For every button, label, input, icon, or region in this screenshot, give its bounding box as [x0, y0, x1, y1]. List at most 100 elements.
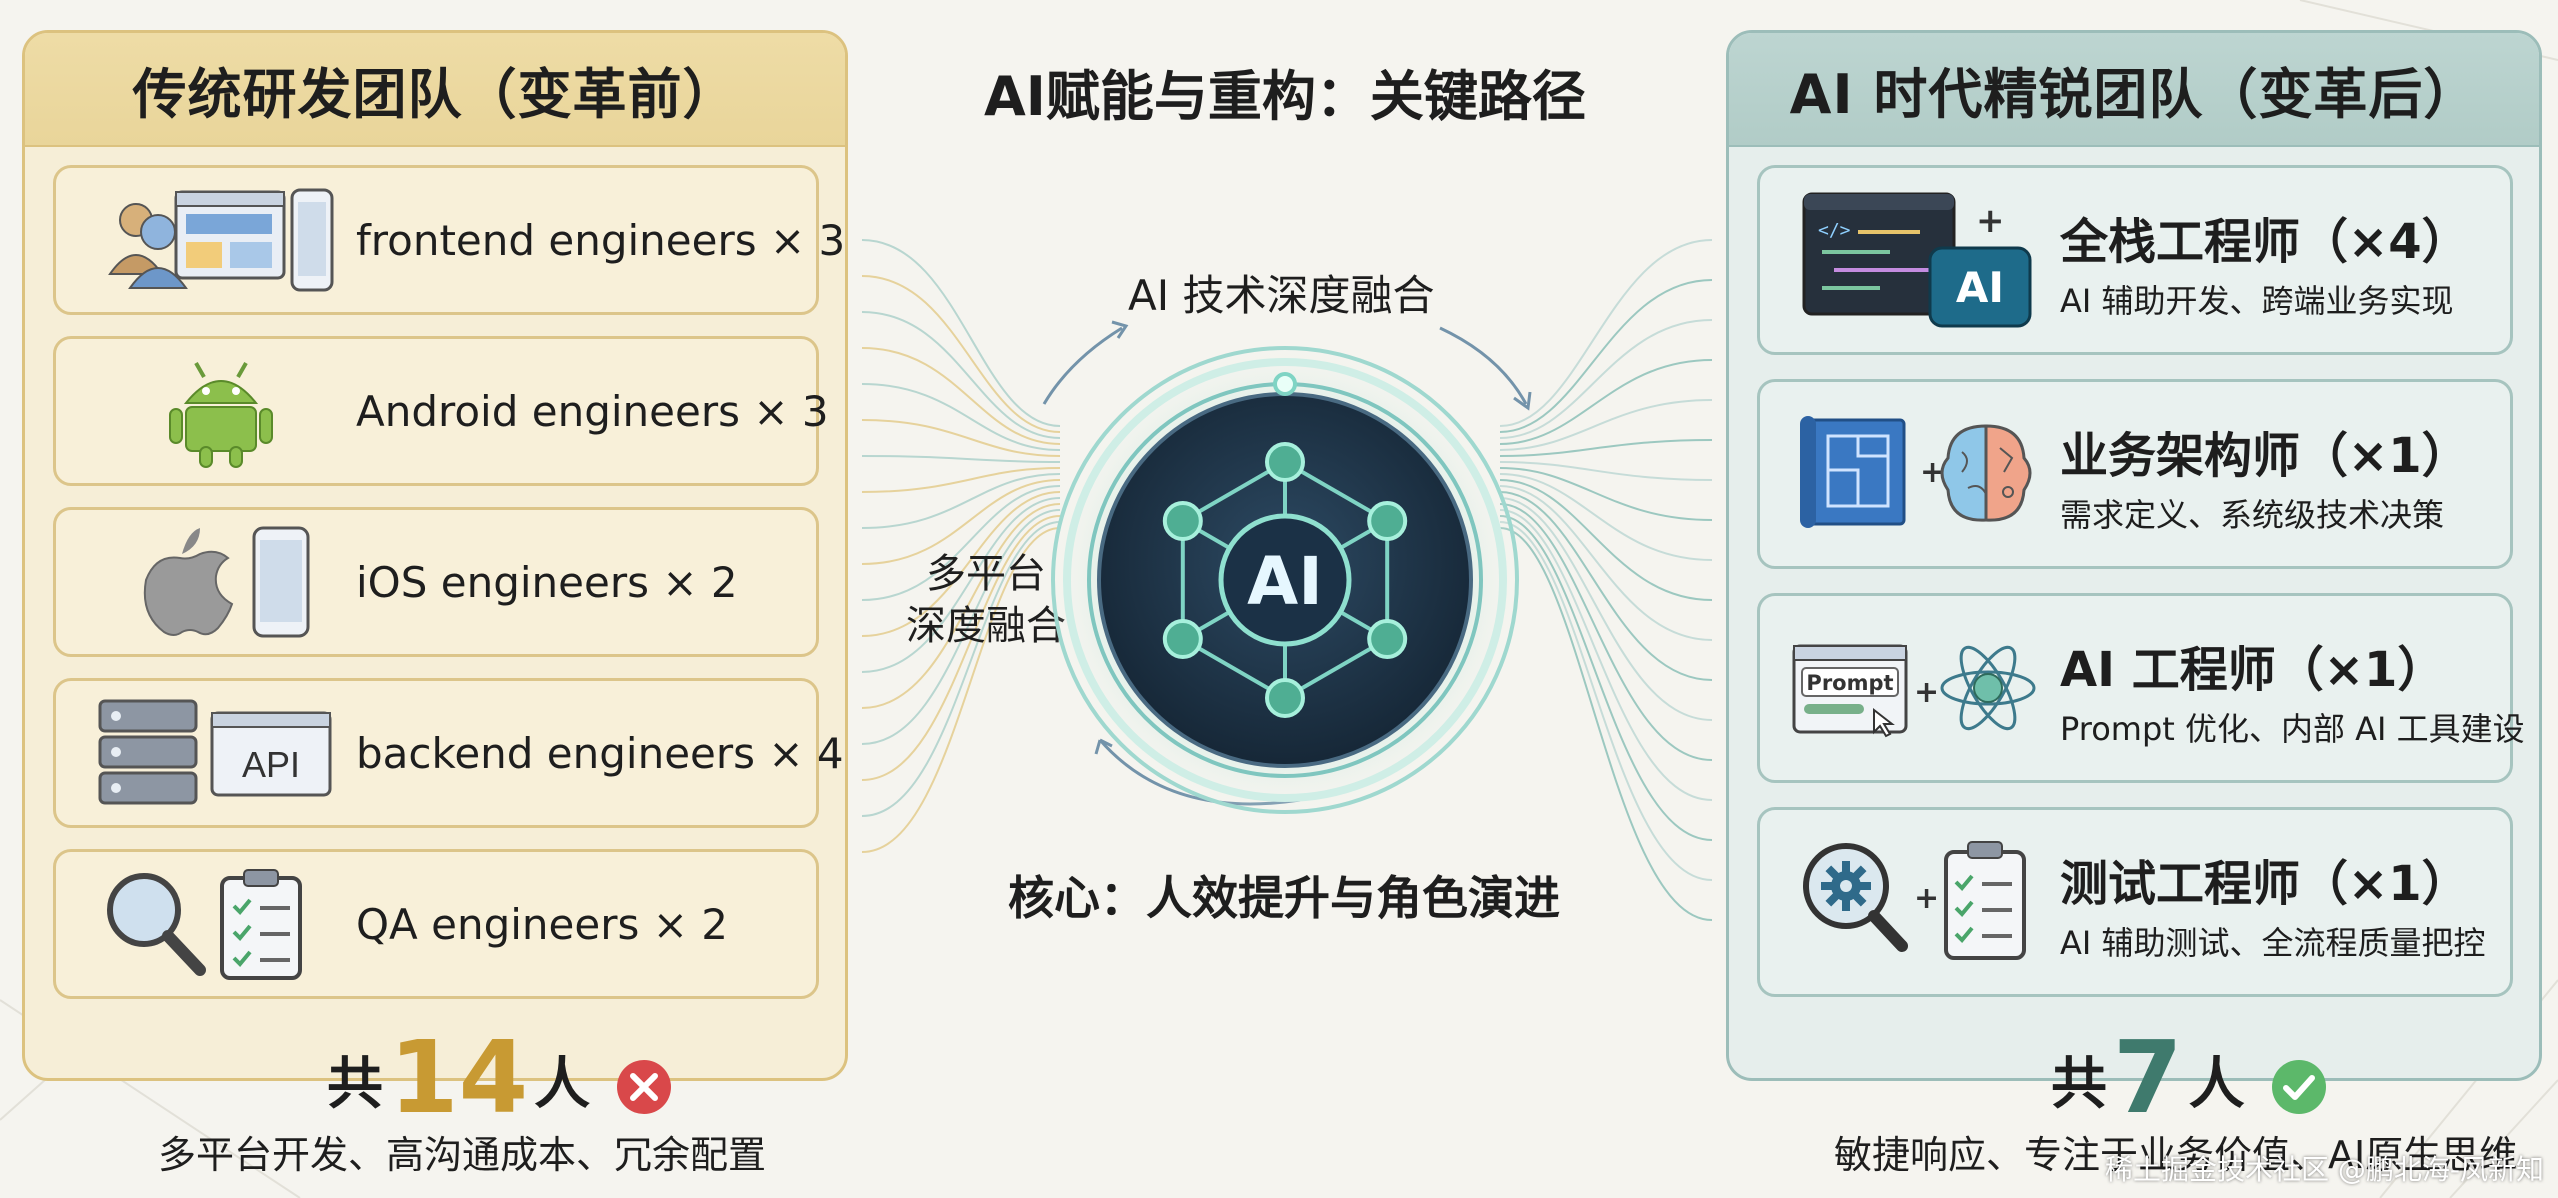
flow-line [1499, 527, 1713, 921]
total-suffix: 人 [534, 1052, 591, 1117]
flow-line [1499, 485, 1713, 641]
legacy-role-label: iOS engineers × 2 [356, 557, 738, 607]
ai-role-title: 测试工程师（×1） [2060, 856, 2470, 912]
legacy-role-label: backend engineers × 4 [356, 728, 844, 778]
legacy-total: 共 14 人 [327, 1019, 674, 1136]
flow-line [861, 311, 1061, 439]
flow-line [861, 419, 1061, 457]
flow-line [861, 455, 1061, 463]
legacy-summary: 多平台开发、高沟通成本、冗余配置 [158, 1133, 767, 1177]
legacy-team-panel: 传统研发团队（变革前） frontend engineers × 3 [22, 30, 848, 1128]
flow-line [861, 509, 1061, 745]
legacy-role-card: iOS engineers × 2 [53, 507, 819, 657]
flow-line [1499, 279, 1713, 433]
apple-icon [143, 526, 310, 638]
center-left-label: 多平台 深度融合 [906, 548, 1066, 652]
ai-role-subtitle: AI 辅助开发、跨端业务实现 [2060, 282, 2454, 320]
total-suffix: 人 [2188, 1052, 2245, 1117]
ai-role-subtitle: 需求定义、系统级技术决策 [2060, 496, 2445, 534]
flow-line [1499, 461, 1713, 481]
flow-line [861, 503, 1061, 709]
total-prefix: 共 [327, 1052, 383, 1117]
flow-line [1499, 473, 1713, 561]
magnifier-clipboard-icon [107, 869, 302, 980]
flow-line [1499, 509, 1713, 801]
plus-sign: + [1914, 881, 1939, 916]
hub-node [1265, 678, 1305, 718]
svg-text:</>: </> [1818, 220, 1851, 241]
api-badge-text: API [242, 744, 300, 785]
legacy-role-card: frontend engineers × 3 [53, 165, 845, 315]
flow-line [861, 527, 1061, 853]
flow-line [1499, 497, 1713, 721]
hub-node [1367, 619, 1408, 659]
legacy-role-label: Android engineers × 3 [356, 386, 829, 436]
hub-node [1265, 442, 1305, 482]
green-check-icon [2271, 1060, 2326, 1114]
flow-line [1499, 399, 1713, 451]
flow-line [861, 521, 1061, 817]
ai-badge-text: AI [1956, 263, 2004, 312]
code-editor-ai-icon: </> + AI [1802, 192, 2032, 328]
flow-line [1499, 239, 1713, 427]
center-top-label: AI 技术深度融合 [1128, 271, 1435, 320]
flow-line [1499, 515, 1713, 841]
plus-sign: + [1976, 201, 2005, 241]
gear-magnifier-clipboard-icon: + [1803, 841, 2026, 960]
legacy-role-label: frontend engineers × 3 [356, 215, 846, 265]
legacy-role-card: QA engineers × 2 [53, 849, 819, 999]
ai-role-title: AI 工程师（×1） [2060, 642, 2446, 698]
flow-line [1499, 491, 1713, 681]
flow-line [861, 479, 1061, 565]
flow-line [861, 347, 1061, 445]
center-title: AI赋能与重构：关键路径 [984, 65, 1586, 128]
watermark: 稀土掘金技术社区 @鹏北海-凤新知 [2104, 1153, 2544, 1186]
legacy-team-title: 传统研发团队（变革前） [25, 33, 845, 147]
ai-role-card: </> + AI 全栈工程师（×4） AI 辅助开发、跨端业务实现 [1757, 165, 2513, 355]
prompt-badge-text: Prompt [1806, 671, 1893, 695]
red-x-icon [617, 1060, 672, 1114]
flow-line [1499, 319, 1713, 439]
flow-line [861, 473, 1061, 529]
flow-line [1499, 439, 1713, 457]
total-prefix: 共 [2051, 1052, 2107, 1117]
flow-line [861, 383, 1061, 451]
flow-line [1499, 467, 1713, 521]
server-api-icon: API [98, 699, 332, 805]
android-icon [169, 362, 273, 468]
prompt-atom-icon: Prompt + [1792, 644, 2036, 738]
ai-team-summary: 敏捷响应、专注于业务价值、AI原生思维 [1834, 1133, 2518, 1177]
flow-line [861, 515, 1061, 781]
hub-node [1162, 619, 1203, 659]
ai-role-card: + 业务架构师（×1） 需求定义、系统级技术决策 [1757, 379, 2513, 569]
flow-line [861, 491, 1061, 637]
total-number: 14 [389, 1019, 529, 1136]
hub-label: AI [1247, 543, 1323, 620]
center-bottom-label: 核心：人效提升与角色演进 [1008, 871, 1560, 925]
hub-node [1367, 501, 1408, 541]
ai-role-title: 业务架构师（×1） [2060, 428, 2470, 484]
legacy-role-card: API backend engineers × 4 [53, 678, 844, 828]
center-left-label-line2: 深度融合 [906, 603, 1066, 649]
ai-hub: AI [1042, 320, 1532, 820]
hub-node [1162, 501, 1203, 541]
flow-line [861, 239, 1061, 427]
ai-team-panel: AI 时代精锐团队（变革后） </> + AI 全栈工程师（×4） AI 辅助开… [1726, 30, 2542, 1128]
ai-role-card: + 测试工程师（×1） AI 辅助测试、全流程质量把控 [1757, 807, 2513, 997]
legacy-role-card: Android engineers × 3 [53, 336, 829, 486]
ai-team-total: 共 7 人 [2051, 1019, 2329, 1136]
flow-line [861, 485, 1061, 601]
blueprint-brain-icon: + [1800, 416, 2032, 528]
ai-role-title: 全栈工程师（×4） [2060, 214, 2470, 270]
ai-team-title: AI 时代精锐团队（变革后） [1729, 33, 2539, 147]
ai-role-subtitle: AI 辅助测试、全流程质量把控 [2060, 924, 2486, 962]
flow-line [1499, 521, 1713, 881]
ai-role-subtitle: Prompt 优化、内部 AI 工具建设 [2060, 710, 2525, 748]
center-left-label-line1: 多平台 [926, 551, 1046, 597]
flow-line [1499, 479, 1713, 601]
flow-line [1499, 359, 1713, 445]
plus-sign: + [1914, 675, 1939, 710]
total-number: 7 [2113, 1019, 2183, 1136]
flow-line [861, 467, 1061, 493]
